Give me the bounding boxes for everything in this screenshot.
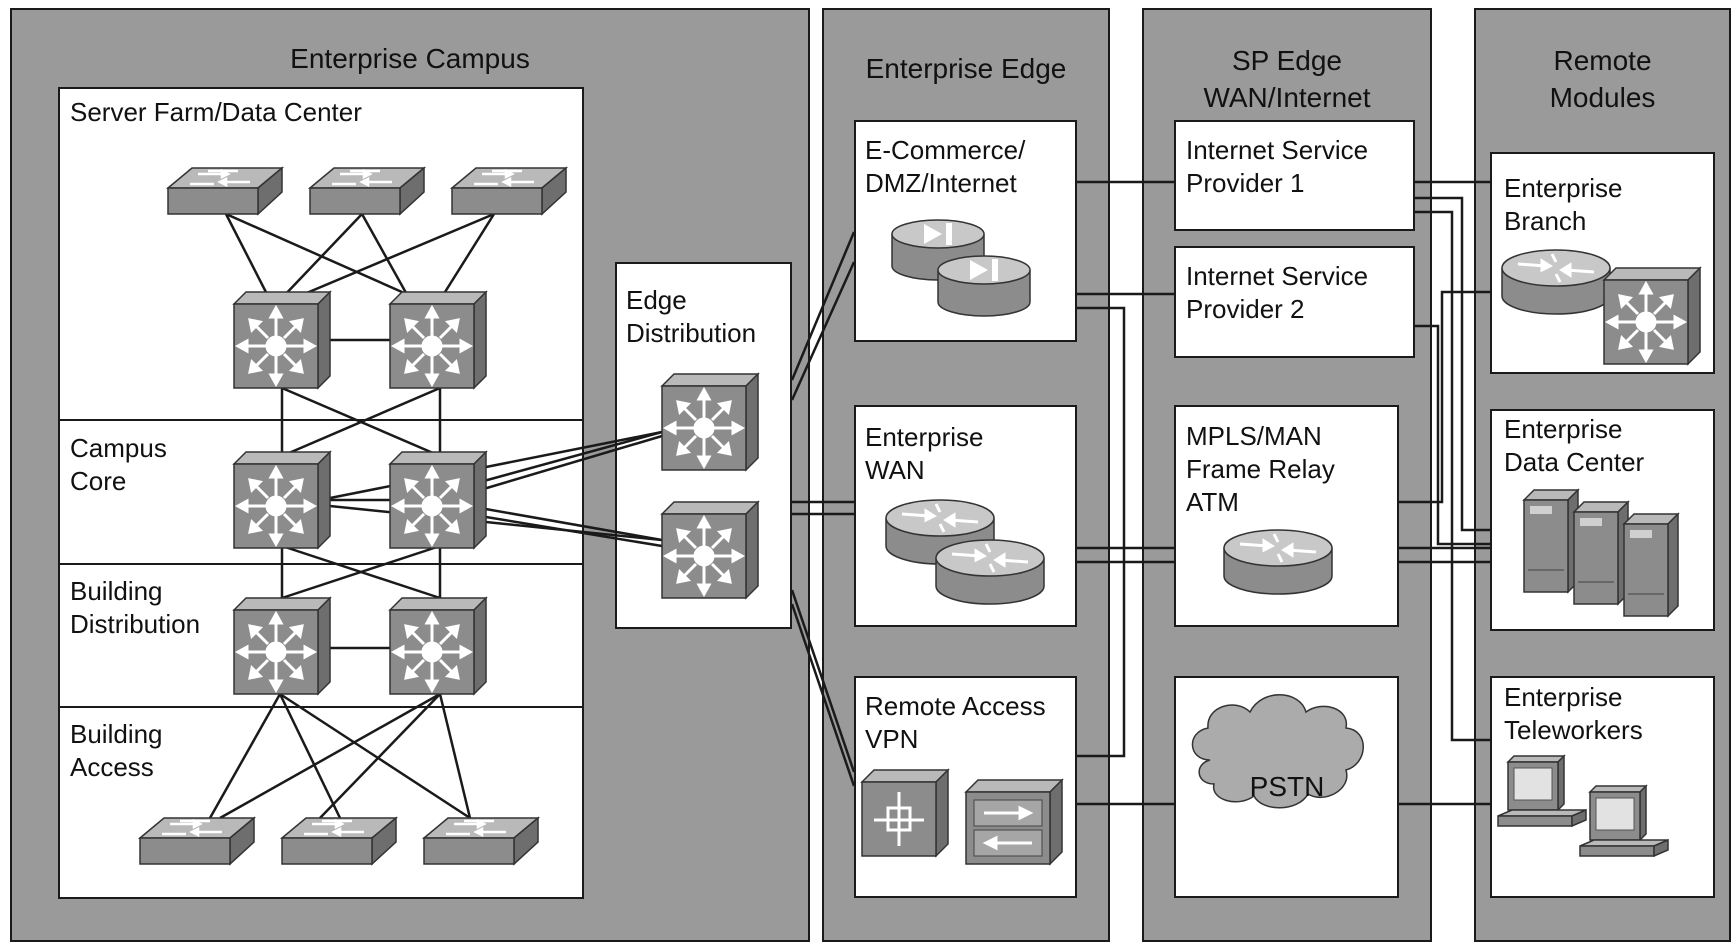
branch-router-icon bbox=[1500, 248, 1612, 316]
enterprise-branch-label: Enterprise Branch bbox=[1504, 173, 1623, 236]
edge-distribution-switch-1-icon bbox=[660, 372, 760, 472]
isp1-label: Internet Service Provider 1 bbox=[1186, 135, 1369, 198]
campus-links bbox=[208, 212, 663, 820]
data-center-server-1-icon bbox=[1523, 489, 1579, 593]
edge-links bbox=[790, 231, 856, 787]
server-farm-label: Server Farm/Data Center bbox=[70, 97, 362, 127]
isp2-box bbox=[1174, 246, 1415, 358]
server-farm-switch-3-icon bbox=[450, 166, 568, 216]
enterprise-wan-router-2-icon bbox=[934, 538, 1046, 606]
access-switch-1-icon bbox=[138, 816, 256, 866]
campus-divider-core bbox=[58, 419, 584, 421]
campus-divider-distribution bbox=[58, 563, 584, 565]
remote-modules-title: Remote Modules bbox=[1549, 45, 1656, 113]
campus-core-switch-2-icon bbox=[388, 450, 488, 550]
server-farm-distribution-switch-1-icon bbox=[232, 290, 332, 390]
mpls-label: MPLS/MAN Frame Relay ATM bbox=[1186, 421, 1335, 517]
data-center-server-2-icon bbox=[1573, 501, 1629, 605]
teleworker-pc-1-icon bbox=[1497, 755, 1587, 827]
access-switch-3-icon bbox=[422, 816, 540, 866]
pstn-cloud-icon bbox=[1191, 694, 1364, 809]
data-center-server-3-icon bbox=[1623, 513, 1679, 617]
teleworker-pc-2-icon bbox=[1579, 785, 1669, 857]
server-farm-switch-2-icon bbox=[308, 166, 426, 216]
building-access-label: Building Access bbox=[70, 719, 163, 782]
enterprise-campus-title: Enterprise Campus bbox=[290, 43, 530, 74]
isp1-box bbox=[1174, 120, 1415, 231]
remote-access-vpn-label: Remote Access VPN bbox=[865, 691, 1046, 754]
enterprise-teleworkers-label: Enterprise Teleworkers bbox=[1504, 682, 1643, 745]
campus-divider-access bbox=[58, 706, 584, 708]
enterprise-edge-title: Enterprise Edge bbox=[865, 53, 1067, 84]
firewall-appliance-icon bbox=[964, 778, 1064, 866]
remote-links bbox=[1399, 180, 1490, 806]
building-distribution-label: Building Distribution bbox=[70, 576, 201, 639]
building-distribution-switch-1-icon bbox=[232, 596, 332, 696]
isp2-label: Internet Service Provider 2 bbox=[1186, 261, 1369, 324]
ecommerce-label: E-Commerce/ DMZ/Internet bbox=[865, 135, 1026, 198]
edge-distribution-label: Edge Distribution bbox=[626, 285, 757, 348]
enterprise-wan-label: Enterprise WAN bbox=[865, 422, 984, 485]
pstn-label: PSTN bbox=[1250, 771, 1325, 802]
edge-distribution-switch-2-icon bbox=[660, 500, 760, 600]
campus-core-switch-1-icon bbox=[232, 450, 332, 550]
branch-switch-icon bbox=[1602, 266, 1702, 366]
building-distribution-switch-2-icon bbox=[388, 596, 488, 696]
sp-links bbox=[1077, 180, 1174, 806]
server-farm-distribution-switch-2-icon bbox=[388, 290, 488, 390]
access-switch-2-icon bbox=[280, 816, 398, 866]
campus-core-label: Campus Core bbox=[70, 433, 167, 496]
mpls-router-icon bbox=[1222, 528, 1334, 596]
server-farm-switch-1-icon bbox=[166, 166, 284, 216]
vpn-concentrator-icon bbox=[860, 768, 950, 858]
enterprise-data-center-label: Enterprise Data Center bbox=[1504, 414, 1645, 477]
ecommerce-firewall-2-icon bbox=[937, 255, 1031, 317]
sp-edge-title: SP Edge WAN/Internet bbox=[1203, 45, 1371, 113]
